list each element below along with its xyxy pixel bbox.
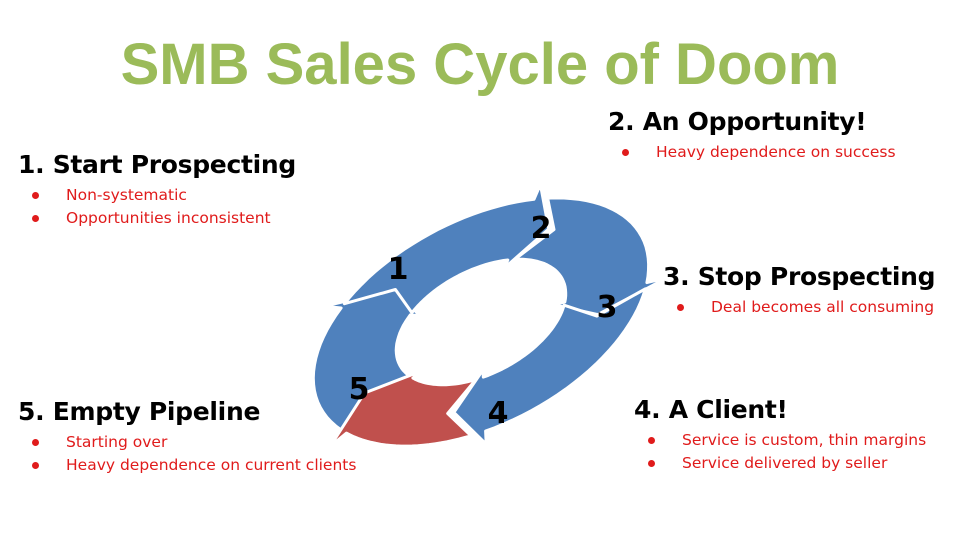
- slide-title: SMB Sales Cycle of Doom: [120, 32, 840, 97]
- stage-2-heading: 2. An Opportunity!: [608, 107, 867, 136]
- bullet-icon: [622, 149, 629, 156]
- cycle-arrow-2: [342, 182, 551, 315]
- stage-4-heading: 4. A Client!: [634, 395, 788, 424]
- cycle-arrow-5: [328, 369, 478, 448]
- cycle-arrow-1: [311, 287, 425, 443]
- bullet-item: Service is custom, thin margins: [634, 429, 926, 452]
- bullet-item: Heavy dependence on success: [608, 141, 896, 164]
- bullet-text: Service is custom, thin margins: [682, 431, 927, 449]
- cycle-number-1: 1: [388, 252, 409, 287]
- bullet-text: Service delivered by seller: [682, 454, 888, 472]
- bullet-text: Heavy dependence on current clients: [66, 456, 357, 474]
- stage-5-block: 5. Empty Pipeline Starting over Heavy de…: [18, 397, 356, 477]
- bullet-text: Opportunities inconsistent: [66, 209, 271, 227]
- stage-2-block: 2. An Opportunity! Heavy dependence on s…: [608, 107, 896, 164]
- cycle-numbers: 1 2 3 4 5: [349, 211, 618, 431]
- bullet-item: Non-systematic: [18, 184, 296, 207]
- bullet-text: Deal becomes all consuming: [711, 298, 935, 316]
- stage-1-block: 1. Start Prospecting Non-systematic Oppo…: [18, 150, 296, 230]
- stage-1-bullets: Non-systematic Opportunities inconsisten…: [18, 184, 296, 230]
- bullet-icon: [677, 304, 684, 311]
- cycle-number-2: 2: [531, 211, 552, 246]
- bullet-item: Opportunities inconsistent: [18, 207, 296, 230]
- cycle-arrow-3: [513, 196, 669, 317]
- stage-2-bullets: Heavy dependence on success: [608, 141, 896, 164]
- bullet-icon: [32, 439, 39, 446]
- cycle-number-4: 4: [488, 396, 509, 431]
- cycle-arrow-4: [452, 287, 647, 446]
- bullet-icon: [32, 462, 39, 469]
- bullet-icon: [648, 460, 655, 467]
- cycle-arrows: [311, 182, 669, 448]
- stage-5-bullets: Starting over Heavy dependence on curren…: [18, 431, 356, 477]
- stage-5-heading: 5. Empty Pipeline: [18, 397, 261, 426]
- bullet-item: Heavy dependence on current clients: [18, 454, 356, 477]
- bullet-item: Starting over: [18, 431, 356, 454]
- stage-3-block: 3. Stop Prospecting Deal becomes all con…: [663, 262, 936, 319]
- bullet-icon: [648, 437, 655, 444]
- bullet-item: Service delivered by seller: [634, 452, 926, 475]
- cycle-number-5: 5: [349, 372, 370, 407]
- bullet-icon: [32, 192, 39, 199]
- stage-4-block: 4. A Client! Service is custom, thin mar…: [634, 395, 926, 475]
- cycle-number-3: 3: [597, 290, 618, 325]
- bullet-text: Heavy dependence on success: [656, 143, 896, 161]
- stage-1-heading: 1. Start Prospecting: [18, 150, 296, 179]
- stage-3-heading: 3. Stop Prospecting: [663, 262, 936, 291]
- bullet-item: Deal becomes all consuming: [663, 296, 935, 319]
- stage-3-bullets: Deal becomes all consuming: [663, 296, 935, 319]
- bullet-text: Non-systematic: [66, 186, 187, 204]
- bullet-icon: [32, 215, 39, 222]
- stage-4-bullets: Service is custom, thin margins Service …: [634, 429, 926, 475]
- bullet-text: Starting over: [66, 433, 168, 451]
